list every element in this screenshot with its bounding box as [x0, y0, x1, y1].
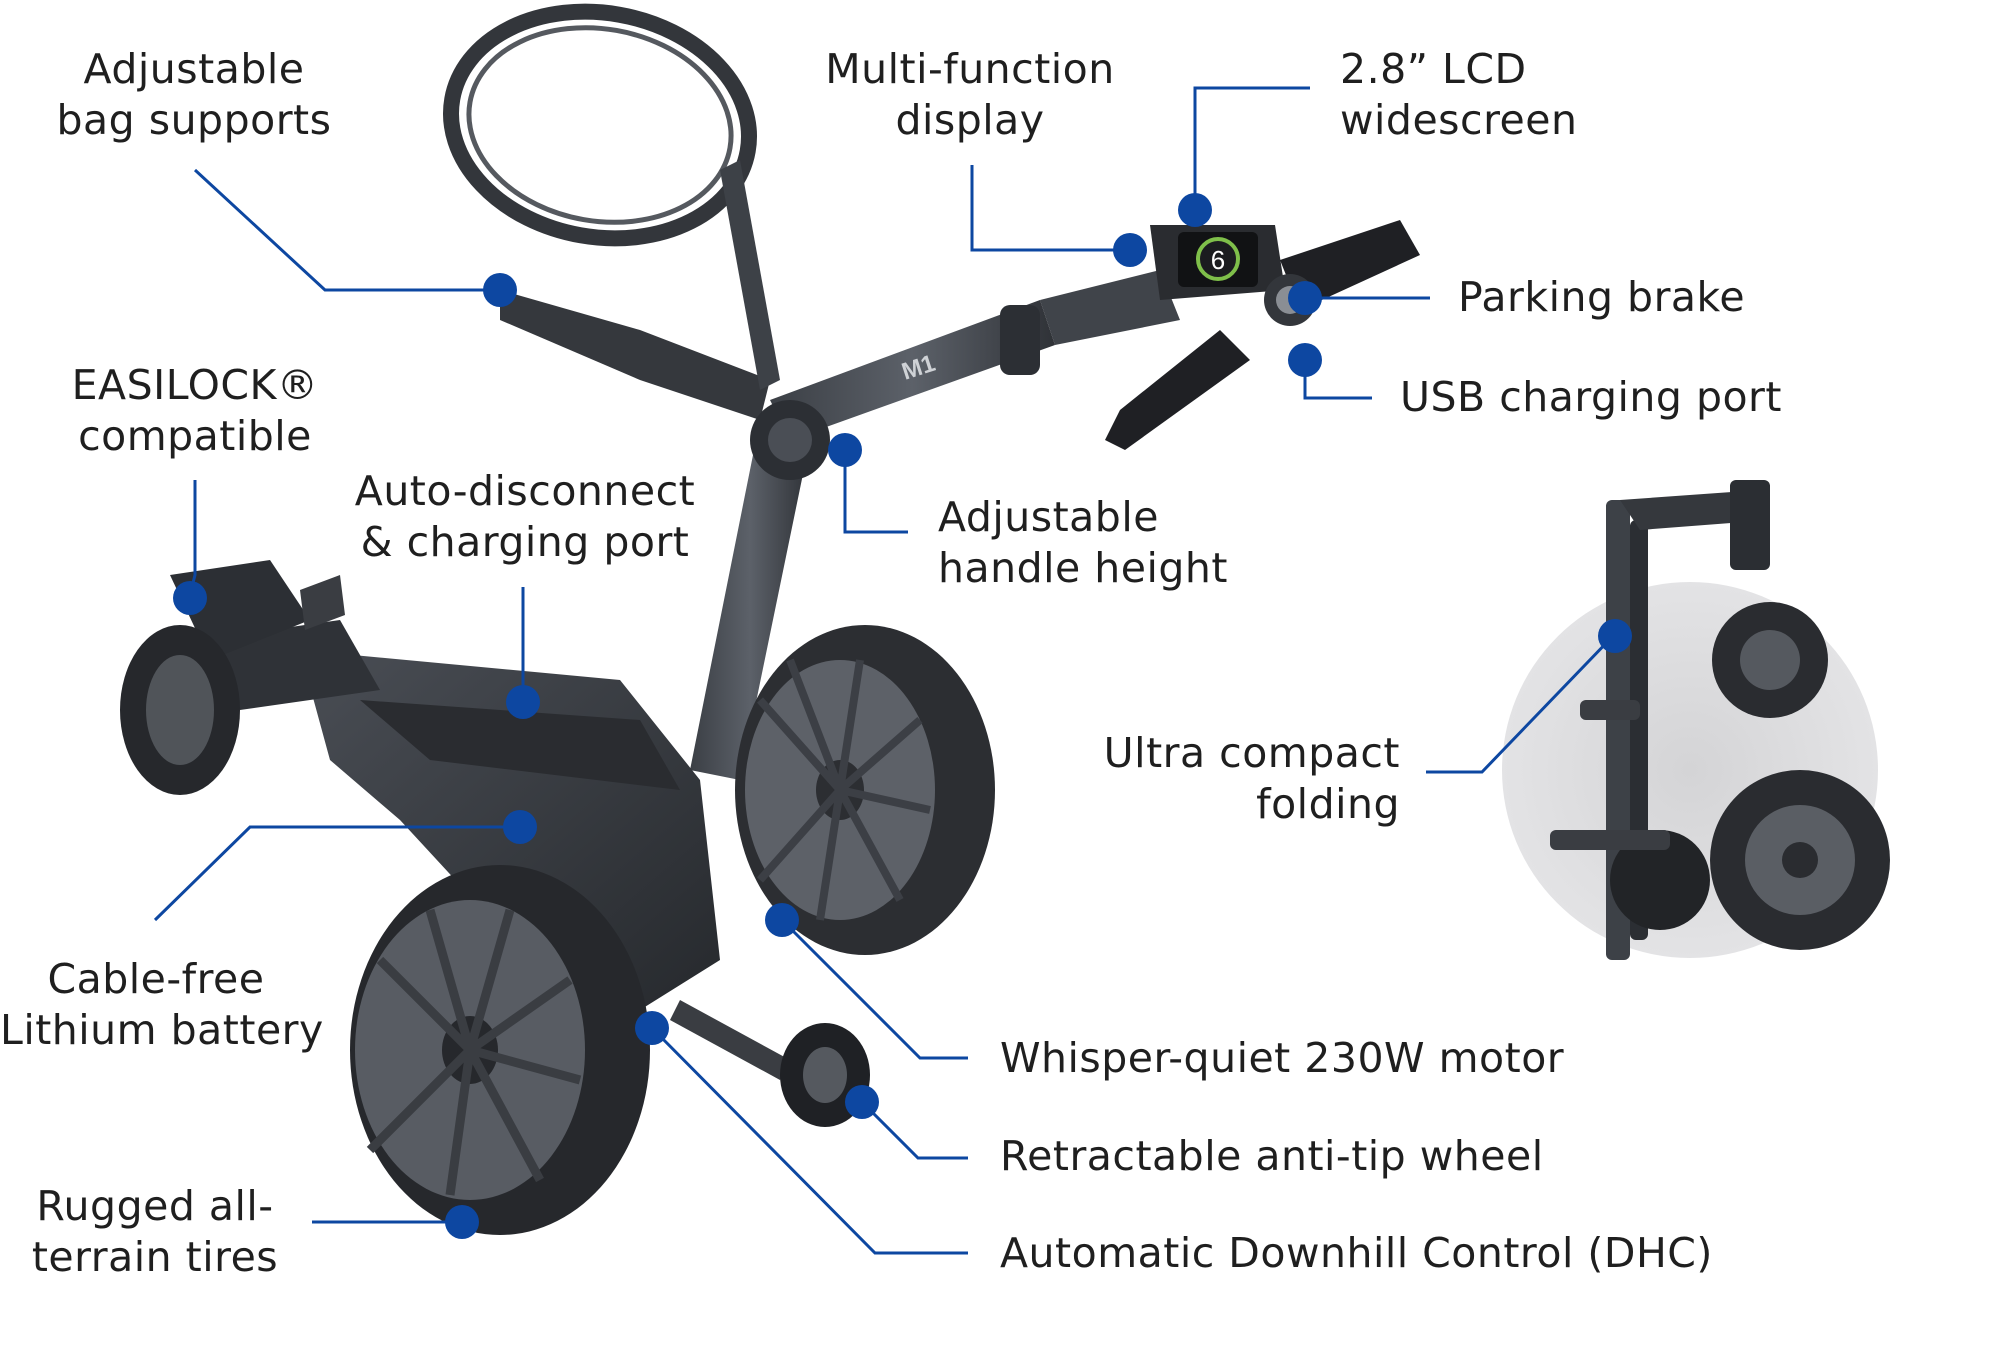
folded-cart — [1502, 480, 1890, 960]
leader-anti-tip — [860, 1100, 968, 1160]
cart-stem — [690, 420, 810, 780]
dot-battery — [503, 810, 537, 844]
leader-compact-folding — [1426, 634, 1615, 774]
leader-lines — [153, 86, 1615, 1255]
leader-lcd — [1193, 86, 1310, 208]
label-dhc: Automatic Downhill Control (DHC) — [1000, 1229, 1713, 1277]
label-easilock: EASILOCK®compatible — [71, 361, 319, 460]
dot-auto-disconnect — [506, 685, 540, 719]
handle-arm: 6 M1 — [770, 220, 1420, 450]
dot-usb — [1288, 343, 1322, 377]
leader-multifunction — [970, 165, 1130, 252]
dot-easilock — [173, 581, 207, 615]
leader-handle-height — [843, 450, 908, 534]
label-parking-brake: Parking brake — [1458, 273, 1746, 321]
label-anti-tip-wheel: Retractable anti-tip wheel — [1000, 1132, 1544, 1180]
leader-battery — [153, 825, 520, 922]
dot-motor — [765, 903, 799, 937]
label-rugged-tires: Rugged all-terrain tires — [31, 1182, 279, 1281]
dot-compact-folding — [1598, 619, 1632, 653]
dot-multifunction — [1113, 233, 1147, 267]
dot-lcd — [1178, 193, 1212, 227]
leader-bag-supports — [193, 168, 500, 292]
label-auto-disconnect: Auto-disconnect& charging port — [354, 467, 696, 566]
label-usb-port: USB charging port — [1400, 373, 1782, 421]
dot-anti-tip — [845, 1085, 879, 1119]
dot-parking-brake — [1288, 281, 1322, 315]
leader-motor — [780, 918, 968, 1060]
dot-handle-height — [828, 433, 862, 467]
dot-dhc — [635, 1011, 669, 1045]
anti-tip-wheel — [670, 1000, 870, 1127]
right-wheel — [735, 625, 995, 955]
left-wheel — [350, 865, 650, 1235]
callout-dots — [173, 193, 1632, 1239]
display-digit: 6 — [1211, 245, 1225, 275]
leader-dhc — [650, 1026, 968, 1255]
label-motor: Whisper-quiet 230W motor — [1000, 1034, 1565, 1082]
dot-rugged-tires — [445, 1205, 479, 1239]
dot-bag-supports — [483, 273, 517, 307]
bag-support-ring — [443, 3, 780, 420]
